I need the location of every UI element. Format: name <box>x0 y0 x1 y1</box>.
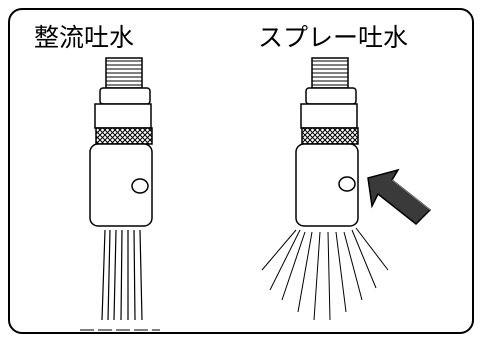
faucet-head-right-icon <box>295 143 359 227</box>
collar-right-icon <box>300 103 358 129</box>
spray-button-right-icon <box>338 176 356 192</box>
collar-left-icon <box>94 103 152 129</box>
knurl-ring-right-icon <box>301 127 359 145</box>
spray-button-left-icon <box>131 178 149 194</box>
hose-right-icon <box>311 57 349 89</box>
diagram-frame <box>8 8 474 334</box>
faucet-left <box>80 57 160 331</box>
press-arrow-icon <box>367 168 432 226</box>
faucet-head-left-icon <box>89 143 153 227</box>
faucet-right <box>261 57 389 321</box>
spray-stream-icon <box>261 227 389 321</box>
knurl-ring-left-icon <box>95 127 153 145</box>
straight-stream-icon <box>101 229 143 321</box>
label-straight-stream: 整流吐水 <box>34 23 135 52</box>
hose-left-icon <box>105 57 143 89</box>
connector-right-icon <box>305 87 357 105</box>
label-spray: スプレー吐水 <box>258 23 409 52</box>
connector-left-icon <box>99 87 151 105</box>
